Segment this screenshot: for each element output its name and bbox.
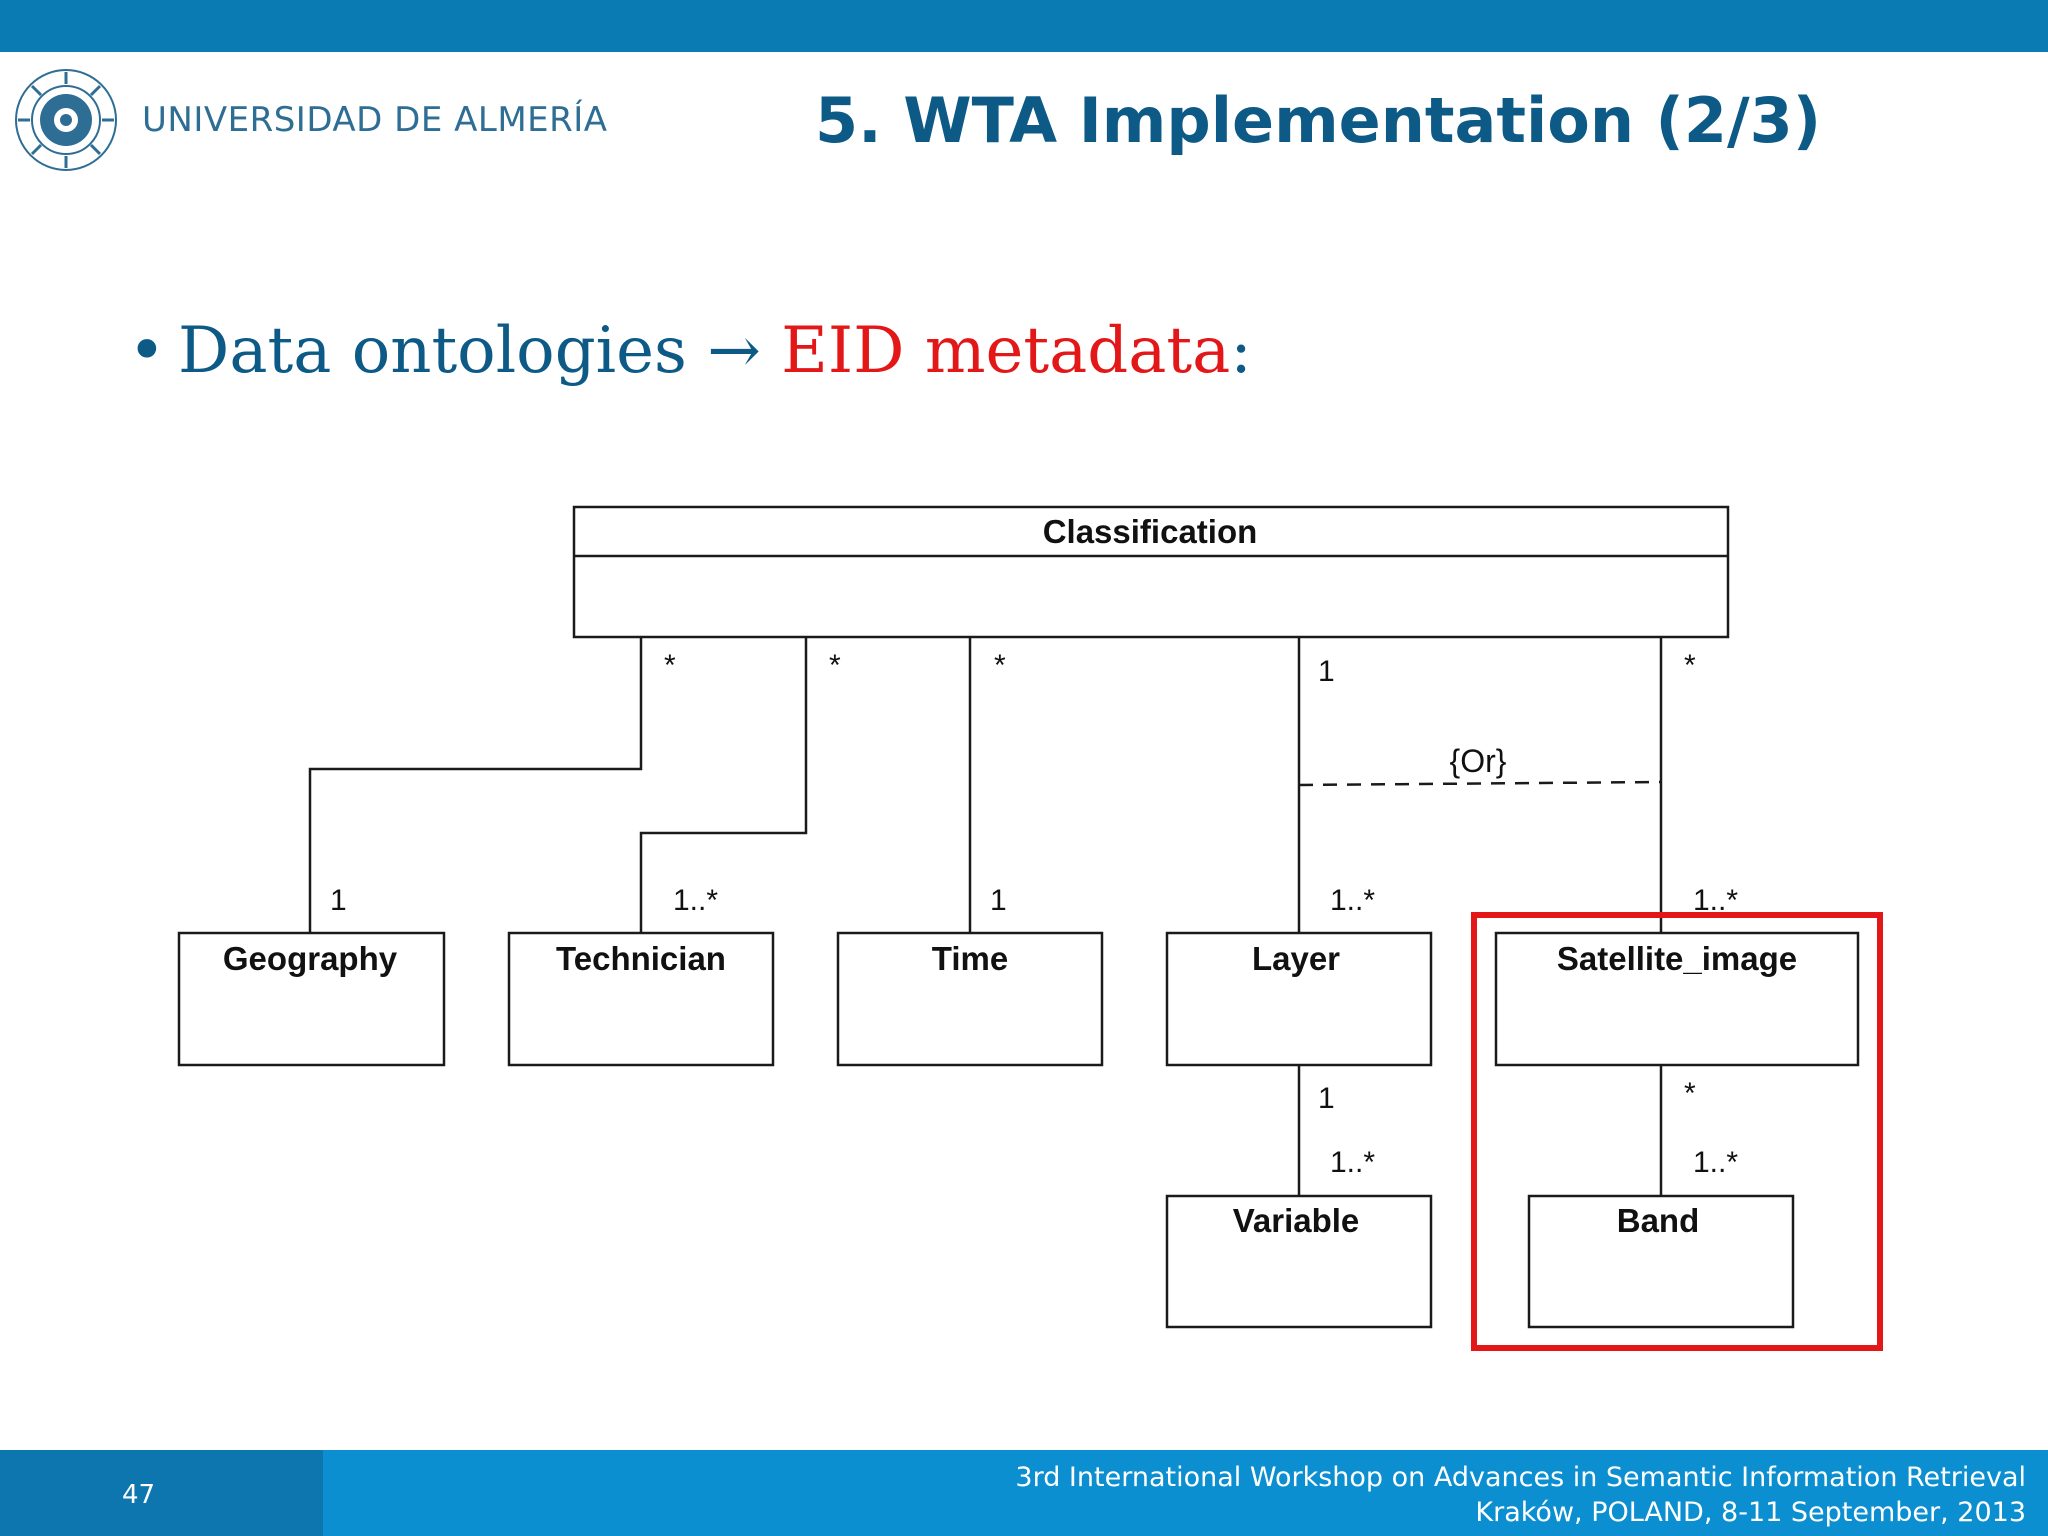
class-layer-name: Layer (1252, 940, 1340, 977)
bullet-symbol: • (128, 314, 166, 388)
footer-bar: 47 3rd International Workshop on Advance… (0, 1450, 2048, 1536)
arrow-icon: → (707, 314, 761, 388)
class-geography-name: Geography (223, 940, 398, 977)
class-satellite-image-box (1494, 931, 1860, 1067)
university-seal-logo (15, 69, 117, 171)
mult-layer-bottom: 1..* (1330, 884, 1375, 917)
mult-layer-top: 1 (1318, 655, 1335, 688)
mult-time-top: * (994, 649, 1006, 682)
class-variable-name: Variable (1233, 1202, 1360, 1239)
class-technician-box (507, 931, 775, 1067)
conference-line-2: Kraków, POLAND, 8-11 September, 2013 (1475, 1497, 2026, 1528)
mult-band-bottom: 1..* (1693, 1146, 1738, 1179)
bullet-highlight: EID metadata (781, 314, 1231, 388)
assoc-geography (308, 637, 643, 933)
class-time-name: Time (932, 940, 1008, 977)
mult-geo-top: * (664, 649, 676, 682)
mult-variable-top: 1 (1318, 1082, 1335, 1115)
class-variable-box (1165, 1194, 1433, 1329)
class-classification-box (572, 505, 1730, 639)
university-name: UNIVERSIDAD DE ALMERÍA (142, 100, 608, 140)
conference-info: 3rd International Workshop on Advances i… (1015, 1460, 2026, 1530)
class-geography-box (177, 931, 446, 1067)
top-banner (0, 0, 2048, 52)
class-band-box (1527, 1194, 1795, 1329)
conference-line-1: 3rd International Workshop on Advances i… (1015, 1462, 2026, 1493)
highlight-frame (1471, 912, 1883, 1351)
mult-variable-bottom: 1..* (1330, 1146, 1375, 1179)
bullet-suffix: : (1230, 314, 1252, 388)
class-satellite-image-name: Satellite_image (1557, 940, 1797, 977)
class-technician-name: Technician (556, 940, 726, 977)
bullet-line: •Data ontologies → EID metadata: (128, 314, 1252, 388)
or-constraint-line (1298, 780, 1662, 787)
assoc-technician (639, 637, 808, 933)
or-constraint-label: {Or} (1450, 743, 1507, 779)
mult-time-bottom: 1 (990, 884, 1007, 917)
bullet-prefix: Data ontologies (178, 314, 687, 388)
footer-page-panel: 47 (0, 1450, 323, 1536)
mult-tech-bottom: 1..* (673, 884, 718, 917)
mult-geo-bottom: 1 (330, 884, 347, 917)
class-time-box (836, 931, 1104, 1067)
mult-sat-top: * (1684, 649, 1696, 682)
class-layer-box (1165, 931, 1433, 1067)
page-number: 47 (122, 1480, 156, 1510)
class-classification-name: Classification (1043, 513, 1258, 550)
slide-title: 5. WTA Implementation (2/3) (815, 84, 1822, 157)
mult-tech-top: * (829, 649, 841, 682)
class-band-name: Band (1617, 1202, 1700, 1239)
mult-band-top: * (1684, 1077, 1696, 1110)
mult-sat-bottom: 1..* (1693, 884, 1738, 917)
